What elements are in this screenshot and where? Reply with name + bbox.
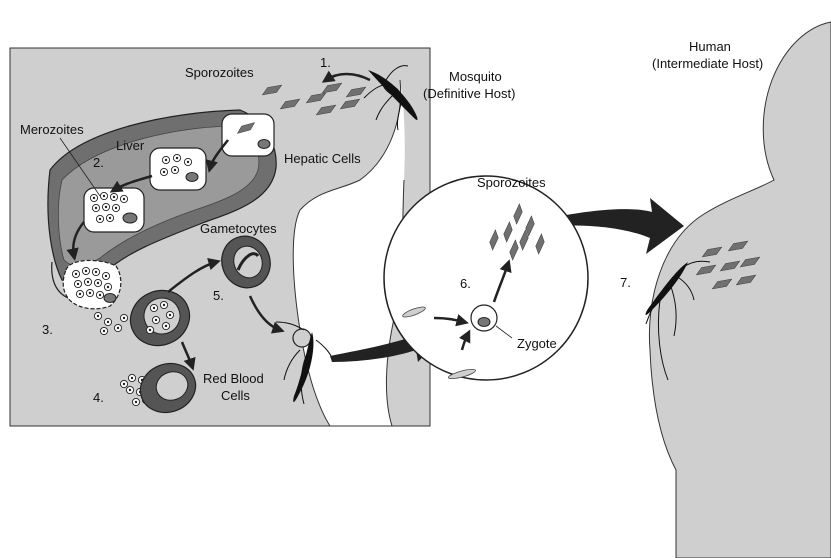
human-silhouette [649, 22, 831, 558]
step-6: 6. [460, 276, 471, 291]
step-1: 1. [320, 55, 331, 70]
hepatic-cell-3 [84, 188, 144, 232]
label-liver: Liver [116, 138, 145, 153]
magnified-circle [384, 176, 588, 381]
label-sporozoites-top: Sporozoites [185, 65, 254, 80]
step-3: 3. [42, 322, 53, 337]
label-definitive-host: (Definitive Host) [423, 86, 515, 101]
hepatic-cell-1 [222, 114, 274, 156]
label-intermediate-host: (Intermediate Host) [652, 56, 763, 71]
label-merozoites: Merozoites [20, 122, 84, 137]
label-mosquito: Mosquito [449, 69, 502, 84]
hepatic-cell-2 [150, 148, 206, 190]
step-5: 5. [213, 288, 224, 303]
label-sporozoites-circle: Sporozoites [477, 175, 546, 190]
label-gametocytes: Gametocytes [200, 221, 277, 236]
label-cells: Cells [221, 388, 250, 403]
label-zygote: Zygote [517, 336, 557, 351]
step-4: 4. [93, 390, 104, 405]
step-2: 2. [93, 155, 104, 170]
step-7: 7. [620, 275, 631, 290]
label-human: Human [689, 39, 731, 54]
label-hepatic-cells: Hepatic Cells [284, 151, 361, 166]
label-red-blood: Red Blood [203, 371, 264, 386]
